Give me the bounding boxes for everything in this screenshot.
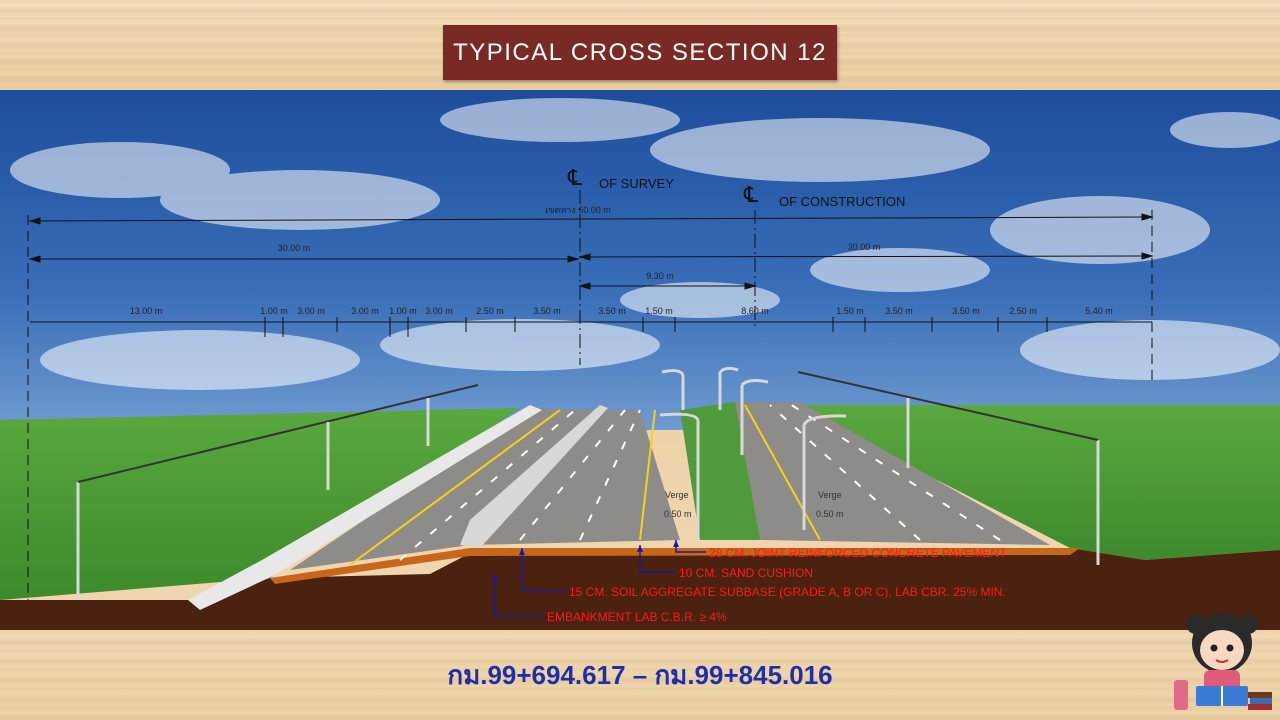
verge-left-dim: 0.50 m	[664, 509, 692, 519]
dim-segment: 1.50 m	[836, 306, 864, 316]
dim-segment: 3.50 m	[885, 306, 913, 316]
dim-segment: 1.00 m	[260, 306, 288, 316]
dim-segment: 3.00 m	[297, 306, 325, 316]
layer-label-sand: 10 CM. SAND CUSHION	[679, 566, 813, 580]
dim-segment: 3.50 m	[952, 306, 980, 316]
construction-cl-symbol: ℄	[743, 183, 759, 208]
left-curb-barrier	[188, 405, 542, 610]
dim-segment: 1.50 m	[645, 306, 673, 316]
dim-right-half: 30.00 m	[848, 242, 881, 252]
dimension-lines	[27, 190, 1154, 600]
cross-section-scene: ℄ OF SURVEY ℄ OF CONSTRUCTION เขตทาง 60.…	[0, 90, 1280, 630]
survey-cl-label: OF SURVEY	[599, 176, 674, 191]
station-range: กม.99+694.617 – กม.99+845.016	[447, 660, 833, 690]
dim-segment: 8.60 m	[741, 306, 769, 316]
page-title: TYPICAL CROSS SECTION 12	[443, 25, 837, 80]
dim-offset: 9.30 m	[646, 271, 674, 281]
grass-left	[0, 408, 520, 600]
survey-cl-symbol: ℄	[567, 166, 583, 191]
dim-overall: เขตทาง 60.00 m	[545, 205, 610, 215]
wood-background-bottom	[0, 630, 1280, 720]
segment-ticks	[264, 317, 1048, 337]
mascot-girl-reading-icon	[1174, 613, 1272, 710]
verge-right-dim: 0.50 m	[816, 509, 844, 519]
construction-cl-label: OF CONSTRUCTION	[779, 194, 905, 209]
center-barrier	[460, 405, 608, 548]
layer-label-subbase: 15 CM. SOIL AGGREGATE SUBBASE (GRADE A, …	[569, 585, 1006, 599]
dim-segment: 1.00 m	[389, 306, 417, 316]
clouds	[10, 98, 1280, 390]
verge-right-label: Verge	[818, 490, 842, 500]
right-roadway	[735, 402, 1050, 545]
left-roadway	[290, 408, 680, 570]
dim-left-half: 30.00 m	[278, 243, 311, 253]
dim-segment: 2.50 m	[476, 306, 504, 316]
dim-segment: 3.50 m	[533, 306, 561, 316]
light-poles	[76, 366, 1100, 600]
dim-segment: 3.00 m	[351, 306, 379, 316]
embankment-top	[270, 548, 1080, 584]
dim-segment: 2.50 m	[1009, 306, 1037, 316]
dim-segment: 13.00 m	[130, 306, 163, 316]
layer-label-pavement: 28 CM. JOINT REINFORCED CONCRETE PAVEMEN…	[709, 546, 1007, 560]
dim-segment: 3.00 m	[425, 306, 453, 316]
layer-label-embankment: EMBANKMENT LAB C.B.R. ≥ 4%	[547, 610, 727, 624]
embankment-soil	[0, 548, 1280, 630]
dim-segment: 5.40 m	[1085, 306, 1113, 316]
dim-segment: 3.50 m	[598, 306, 626, 316]
verge-left-label: Verge	[665, 490, 689, 500]
grass-right	[790, 405, 1280, 560]
